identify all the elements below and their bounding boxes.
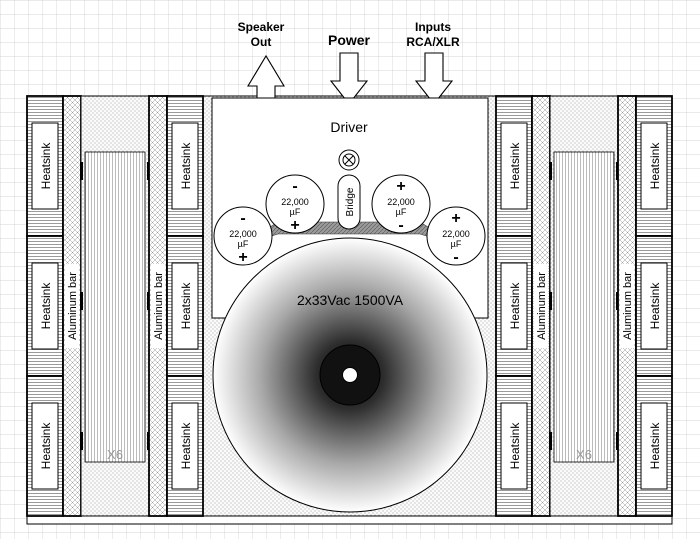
heatsink-label-box bbox=[171, 402, 199, 490]
right-heatsink-label: Heatsink bbox=[648, 282, 662, 330]
left-heatsink-label: Heatsink bbox=[179, 142, 193, 190]
capacitor-body bbox=[265, 174, 325, 234]
capacitor-body bbox=[213, 206, 273, 266]
capacitor-top-sign: - bbox=[292, 178, 297, 195]
left-aluminum-bar-label: Aluminum bar bbox=[67, 272, 79, 340]
capacitor-bottom-sign: + bbox=[238, 249, 247, 266]
output-transistor-strip bbox=[553, 151, 615, 463]
heatsink-label-box bbox=[640, 402, 668, 490]
capacitor-unit: µF bbox=[396, 207, 407, 217]
capacitor-unit: µF bbox=[290, 207, 301, 217]
heatsink-label-box bbox=[500, 122, 528, 210]
capacitor-unit: µF bbox=[238, 239, 249, 249]
aluminum-bar-label-bg bbox=[534, 264, 548, 348]
clamp-mark-left bbox=[80, 292, 83, 310]
bridge-rectifier bbox=[337, 174, 361, 230]
capacitor-unit: µF bbox=[451, 239, 462, 249]
heatsink-label-box bbox=[171, 262, 199, 350]
left-heatsink-label: Heatsink bbox=[179, 282, 193, 330]
capacitor-body bbox=[426, 206, 486, 266]
clamp-mark-left bbox=[549, 432, 552, 450]
transformer-mounting-hole bbox=[342, 367, 358, 383]
right-heatsink-label: Heatsink bbox=[508, 142, 522, 190]
left-aluminum-bar-label: Aluminum bar bbox=[153, 272, 165, 340]
left-heatsink-label: Heatsink bbox=[39, 282, 53, 330]
capacitor-bottom-sign: - bbox=[453, 249, 458, 266]
output-transistor-strip bbox=[84, 151, 146, 463]
capacitor-value: 22,000 bbox=[442, 229, 470, 239]
capacitor-top-sign: + bbox=[396, 178, 405, 195]
capacitor-top-sign: + bbox=[451, 210, 460, 227]
aluminum-bar-label-bg bbox=[620, 264, 634, 348]
left-x6-label: X6 bbox=[107, 447, 123, 462]
heatsink-label-box bbox=[640, 122, 668, 210]
aluminum-bar-label-bg bbox=[65, 264, 79, 348]
capacitor-value: 22,000 bbox=[281, 197, 309, 207]
clamp-mark-left bbox=[80, 162, 83, 180]
heatsink-label-box bbox=[500, 262, 528, 350]
heatsink-label-box bbox=[31, 262, 59, 350]
aluminum-bar-label-bg bbox=[151, 264, 165, 348]
inputs-label-line2: RCA/XLR bbox=[406, 35, 460, 49]
capacitor-value: 22,000 bbox=[229, 229, 257, 239]
capacitor-bottom-sign: - bbox=[398, 217, 403, 234]
speaker-out-label-line1: Speaker bbox=[238, 20, 285, 34]
capacitor-body bbox=[371, 174, 431, 234]
capacitor-bottom-sign: + bbox=[290, 217, 299, 234]
left-heatsink-label: Heatsink bbox=[39, 142, 53, 190]
left-heatsink-label: Heatsink bbox=[39, 422, 53, 470]
right-heatsink-label: Heatsink bbox=[508, 282, 522, 330]
right-x6-label: X6 bbox=[576, 447, 592, 462]
transformer-label: 2x33Vac 1500VA bbox=[297, 292, 404, 308]
power-arrow-icon bbox=[329, 52, 369, 105]
inputs-arrow-icon bbox=[414, 52, 454, 105]
driver-label: Driver bbox=[330, 119, 368, 135]
fuse-icon bbox=[338, 149, 360, 171]
heatsink-label-box bbox=[171, 122, 199, 210]
heatsink-label-box bbox=[500, 402, 528, 490]
right-heatsink-label: Heatsink bbox=[648, 142, 662, 190]
right-heatsink-label: Heatsink bbox=[508, 422, 522, 470]
speaker-out-label-line2: Out bbox=[251, 35, 272, 49]
capacitor-value: 22,000 bbox=[387, 197, 415, 207]
clamp-mark-left bbox=[549, 292, 552, 310]
right-aluminum-bar-label: Aluminum bar bbox=[622, 272, 634, 340]
heatsink-label-box bbox=[31, 402, 59, 490]
bridge-label: Bridge bbox=[345, 187, 356, 216]
clamp-mark-left bbox=[80, 432, 83, 450]
power-label: Power bbox=[328, 32, 371, 48]
right-aluminum-bar-label: Aluminum bar bbox=[536, 272, 548, 340]
heatsink-label-box bbox=[31, 122, 59, 210]
inputs-label-line1: Inputs bbox=[415, 20, 451, 34]
heatsink-label-box bbox=[640, 262, 668, 350]
capacitor-top-sign: - bbox=[240, 210, 245, 227]
right-heatsink-label: Heatsink bbox=[648, 422, 662, 470]
left-heatsink-label: Heatsink bbox=[179, 422, 193, 470]
clamp-mark-left bbox=[549, 162, 552, 180]
